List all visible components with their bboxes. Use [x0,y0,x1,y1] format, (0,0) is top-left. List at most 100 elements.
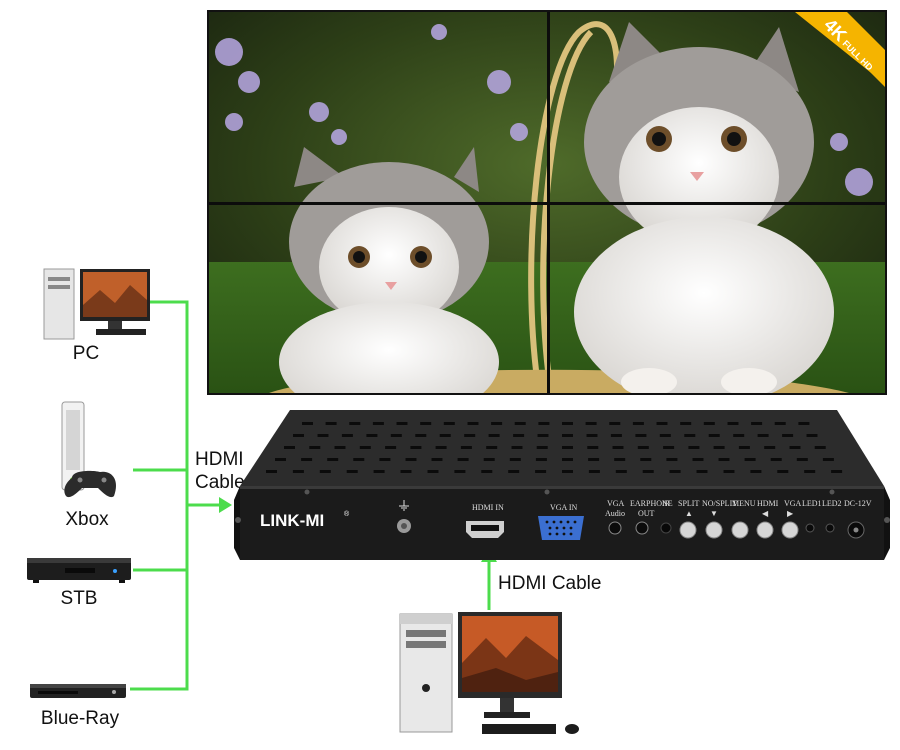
vga-audio-jack [608,521,622,535]
keyboard [482,724,556,734]
pc-icon [43,268,150,340]
vent-slot [637,446,649,449]
label-led1: LED1 [802,499,822,508]
vent-slot [751,422,763,425]
label-vga-in: VGA IN [550,503,578,512]
led2-indicator [825,523,835,533]
vent-slot [431,458,443,461]
vent-slot [612,446,624,449]
vent-slot [464,434,476,437]
vent-slot [509,458,521,461]
4k-badge: 4K FULL HD [775,12,885,92]
label-no-split: NO/SPLIT [702,499,737,508]
vent-slot [325,422,337,425]
vent-slot [562,470,573,473]
vent-slot [415,434,427,437]
vent-slot [688,446,700,449]
label-led2: LED2 [822,499,842,508]
vent-slot [764,446,776,449]
vent-slot [684,434,696,437]
vent-slot [317,434,329,437]
vent-slot [385,446,397,449]
vent-slot [814,446,826,449]
video-wall: 4K FULL HD [207,10,887,395]
vent-slot [804,470,816,473]
vent-slot [427,470,439,473]
ir-sensor [660,522,672,534]
vent-slot [535,470,547,473]
vent-slot [346,470,358,473]
label-earphone: EARPHONE [630,499,673,508]
label-vga-audio-2: Audio [605,509,625,518]
vent-slot [454,470,466,473]
vent-slot [822,458,834,461]
vga-button [781,521,799,539]
svg-text:▲: ▲ [685,509,693,518]
vent-slot [615,470,627,473]
vent-slot [586,434,598,437]
vent-slot [366,434,378,437]
vent-slot [513,434,525,437]
vent-slot [680,422,692,425]
hdmi-cable-label-line1: HDMI [195,449,244,470]
vent-slot [585,422,597,425]
vent-slot [491,422,503,425]
led1-indicator [805,523,815,533]
vent-slot [511,446,523,449]
vent-slot [349,422,361,425]
vent-slot [738,446,750,449]
vent-slot [457,458,469,461]
label-split: SPLIT [678,499,699,508]
vent-slot [562,458,573,461]
vent-slot [782,434,794,437]
vent-slot [796,458,808,461]
svg-text:▶: ▶ [787,509,794,518]
vent-slot [656,422,668,425]
vent-slot [483,458,495,461]
vent-slot [610,434,622,437]
label-ir: IR [662,499,671,508]
svg-text:◀: ◀ [762,509,769,518]
vent-slot [400,470,412,473]
vent-slot [713,446,725,449]
vent-slot [488,434,500,437]
device-label-xbox: Xbox [65,509,109,530]
vent-slot [284,446,295,449]
vent-slot [640,458,652,461]
vent-slot [486,446,498,449]
vent-slot [538,422,550,425]
cable-trunk [130,300,189,691]
vga-port [538,516,584,540]
vent-slot [692,458,704,461]
vent-slot [292,470,304,473]
vent-slot [460,446,472,449]
vent-slot [293,434,304,437]
vent-slot [514,422,526,425]
vent-slot [632,422,644,425]
hdmi-cable-label-line2: Cable [195,472,245,493]
vent-slot [806,434,818,437]
vent-slot [659,434,671,437]
kitten-left [279,147,499,393]
brand-trademark: ® [344,510,350,518]
vent-slot [562,422,573,425]
device-label-pc: PC [72,343,100,364]
xbox-icon [61,401,117,498]
vent-slot [467,422,479,425]
vent-slot [359,446,371,449]
vent-slot [439,434,451,437]
vent-slot [798,422,810,425]
vent-slot [744,458,756,461]
ground-icon [399,500,409,511]
vent-slot [588,470,600,473]
label-menu: MENU [732,499,756,508]
vent-slot [609,422,621,425]
vent-slot [669,470,681,473]
vent-slot [642,470,654,473]
vent-slot [396,422,408,425]
split-button [679,521,697,539]
label-vga-audio-1: VGA [607,499,625,508]
vent-slot [703,422,715,425]
vent-slot [410,446,422,449]
vent-slot [481,470,493,473]
